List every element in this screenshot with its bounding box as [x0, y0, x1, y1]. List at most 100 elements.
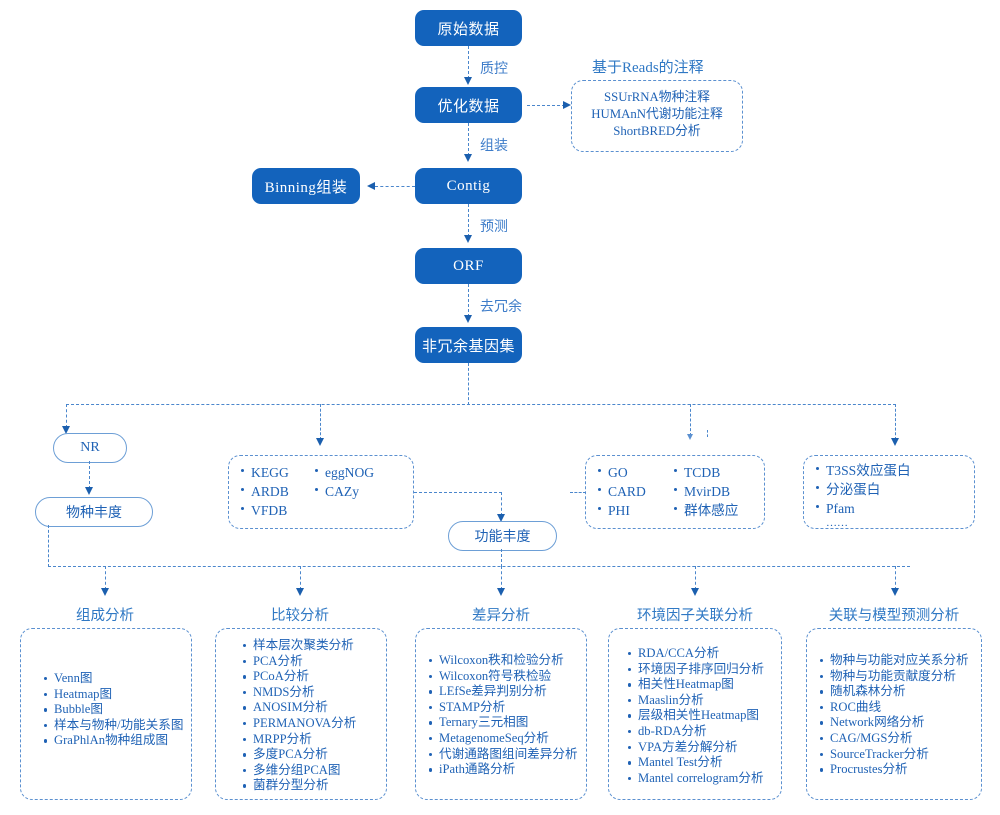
connector-bus-to-protein-group: [895, 404, 896, 440]
connector-clean-to-contig: [468, 123, 469, 156]
analysis-list-environment: RDA/CCA分析 环境因子排序回归分析 相关性Heatmap图 Maaslin…: [627, 646, 781, 786]
database-group-kegg-columns: KEGG ARDB VFDB eggNOG CAZy: [240, 463, 400, 520]
database-group-kegg: [228, 455, 414, 529]
node-binning-label: Binning组装: [264, 179, 348, 196]
reads-annotation-line-3: ShortBRED分析: [613, 124, 701, 138]
arrow-down-icon: [464, 235, 472, 243]
connector-bus-to-analysis-4: [695, 566, 696, 590]
list-item: db-RDA分析: [627, 724, 781, 740]
list-item: Mantel correlogram分析: [627, 771, 781, 787]
list-item: Procrustes分析: [819, 762, 981, 778]
list-item: PHI: [597, 501, 673, 520]
analysis-title-association: 关联与模型预测分析: [828, 608, 960, 624]
arrow-down-icon: [85, 487, 93, 495]
list-item: Pfam: [815, 499, 965, 518]
list-item: 代谢通路图组间差异分析: [428, 747, 586, 763]
pill-nr[interactable]: NR: [53, 433, 127, 463]
list-item: 样本与物种/功能关系图: [43, 718, 191, 734]
arrow-right-icon: [563, 100, 571, 109]
analysis-panel-composition: Venn图 Heatmap图 Bubble图 样本与物种/功能关系图 GraPh…: [20, 628, 192, 800]
arrow-down-icon: [497, 588, 505, 596]
list-item: STAMP分析: [428, 700, 586, 716]
analysis-panel-comparison: 样本层次聚类分析 PCA分析 PCoA分析 NMDS分析 ANOSIM分析 PE…: [215, 628, 387, 800]
list-item: MetagenomeSeq分析: [428, 731, 586, 747]
list-item: TCDB: [673, 463, 757, 482]
pill-function-abundance[interactable]: 功能丰度: [448, 521, 557, 551]
connector-bus-to-kegg-group: [320, 404, 321, 440]
node-nonredundant-gene-set-label: 非冗余基因集: [421, 338, 515, 355]
arrow-down-icon: [316, 438, 324, 446]
node-raw-data-label: 原始数据: [437, 21, 500, 38]
arrow-down-icon: [464, 315, 472, 323]
arrow-down-icon: [101, 588, 109, 596]
node-raw-data[interactable]: 原始数据: [415, 10, 522, 46]
list-item: Heatmap图: [43, 687, 191, 703]
list-item: MRPP分析: [242, 732, 386, 748]
list-item: Bubble图: [43, 702, 191, 718]
arrow-down-icon: [497, 514, 505, 522]
list-item: Venn图: [43, 671, 191, 687]
list-item: 物种与功能对应关系分析: [819, 653, 981, 669]
list-item: RDA/CCA分析: [627, 646, 781, 662]
list-item: Ternary三元相图: [428, 715, 586, 731]
pill-species-abundance-label: 物种丰度: [66, 506, 122, 521]
connector-bus-to-analysis-3: [501, 566, 502, 590]
database-group-go: [585, 455, 765, 529]
arrow-down-icon: [464, 154, 472, 162]
pill-nr-label: NR: [80, 440, 100, 455]
list-item: CAG/MGS分析: [819, 731, 981, 747]
list-item: 多维分组PCA图: [242, 763, 386, 779]
connector-function-feed: [501, 492, 502, 516]
node-orf[interactable]: ORF: [415, 248, 522, 284]
kegg-column-1: KEGG ARDB VFDB: [240, 463, 314, 520]
list-item: eggNOG: [314, 463, 400, 482]
connector-orf-to-nrgene: [468, 284, 469, 317]
go-column-2: TCDB MvirDB 群体感应: [673, 463, 757, 520]
arrow-down-icon: [891, 438, 899, 446]
list-item: 环境因子排序回归分析: [627, 662, 781, 678]
analysis-list-association: 物种与功能对应关系分析 物种与功能贡献度分析 随机森林分析 ROC曲线 Netw…: [819, 653, 981, 778]
list-item: 分泌蛋白: [815, 480, 965, 499]
list-item: Mantel Test分析: [627, 755, 781, 771]
analysis-panel-difference: Wilcoxon秩和检验分析 Wilcoxon符号秩检验 LEfSe差异判别分析…: [415, 628, 587, 800]
list-item: iPath通路分析: [428, 762, 586, 778]
node-contig[interactable]: Contig: [415, 168, 522, 204]
connector-bus-stub: [707, 430, 708, 437]
list-item: T3SS效应蛋白: [815, 461, 965, 480]
list-item: 样本层次聚类分析: [242, 638, 386, 654]
arrow-down-icon: [891, 588, 899, 596]
arrow-down-icon: [691, 588, 699, 596]
connector-go-to-function: [570, 492, 586, 493]
database-group-protein: [803, 455, 975, 529]
node-clean-data-label: 优化数据: [437, 98, 500, 115]
arrow-down-icon: [62, 426, 70, 434]
connector-nrgene-down: [468, 363, 469, 405]
list-item: GraPhlAn物种组成图: [43, 733, 191, 749]
list-item: VFDB: [240, 501, 314, 520]
pill-species-abundance[interactable]: 物种丰度: [35, 497, 153, 527]
list-item: 多度PCA分析: [242, 747, 386, 763]
connector-bus-to-analysis-2: [300, 566, 301, 590]
connector-nr-to-species-abundance: [89, 461, 90, 489]
reads-annotation-box: SSUrRNA物种注释 HUMAnN代谢功能注释 ShortBRED分析: [571, 80, 743, 152]
connector-function-abundance-down: [501, 549, 502, 567]
analysis-title-environment: 环境因子关联分析: [637, 608, 753, 624]
list-item: Network网络分析: [819, 715, 981, 731]
kegg-column-2: eggNOG CAZy: [314, 463, 400, 520]
node-contig-label: Contig: [446, 177, 491, 194]
connector-clean-to-reads: [527, 105, 565, 106]
node-clean-data[interactable]: 优化数据: [415, 87, 522, 123]
arrow-down-icon: [686, 434, 693, 440]
reads-annotation-line-2: HUMAnN代谢功能注释: [591, 107, 723, 121]
list-item: 随机森林分析: [819, 684, 981, 700]
node-binning[interactable]: Binning组装: [252, 168, 360, 204]
connector-contig-to-binning: [375, 186, 415, 187]
connector-species-abundance-down: [48, 525, 49, 567]
node-nonredundant-gene-set[interactable]: 非冗余基因集: [415, 327, 522, 363]
list-item: NMDS分析: [242, 685, 386, 701]
analysis-title-difference: 差异分析: [472, 608, 530, 624]
analysis-title-comparison: 比较分析: [271, 608, 329, 624]
arrow-left-icon: [367, 181, 375, 190]
connector-bus-to-analysis-1: [105, 566, 106, 590]
